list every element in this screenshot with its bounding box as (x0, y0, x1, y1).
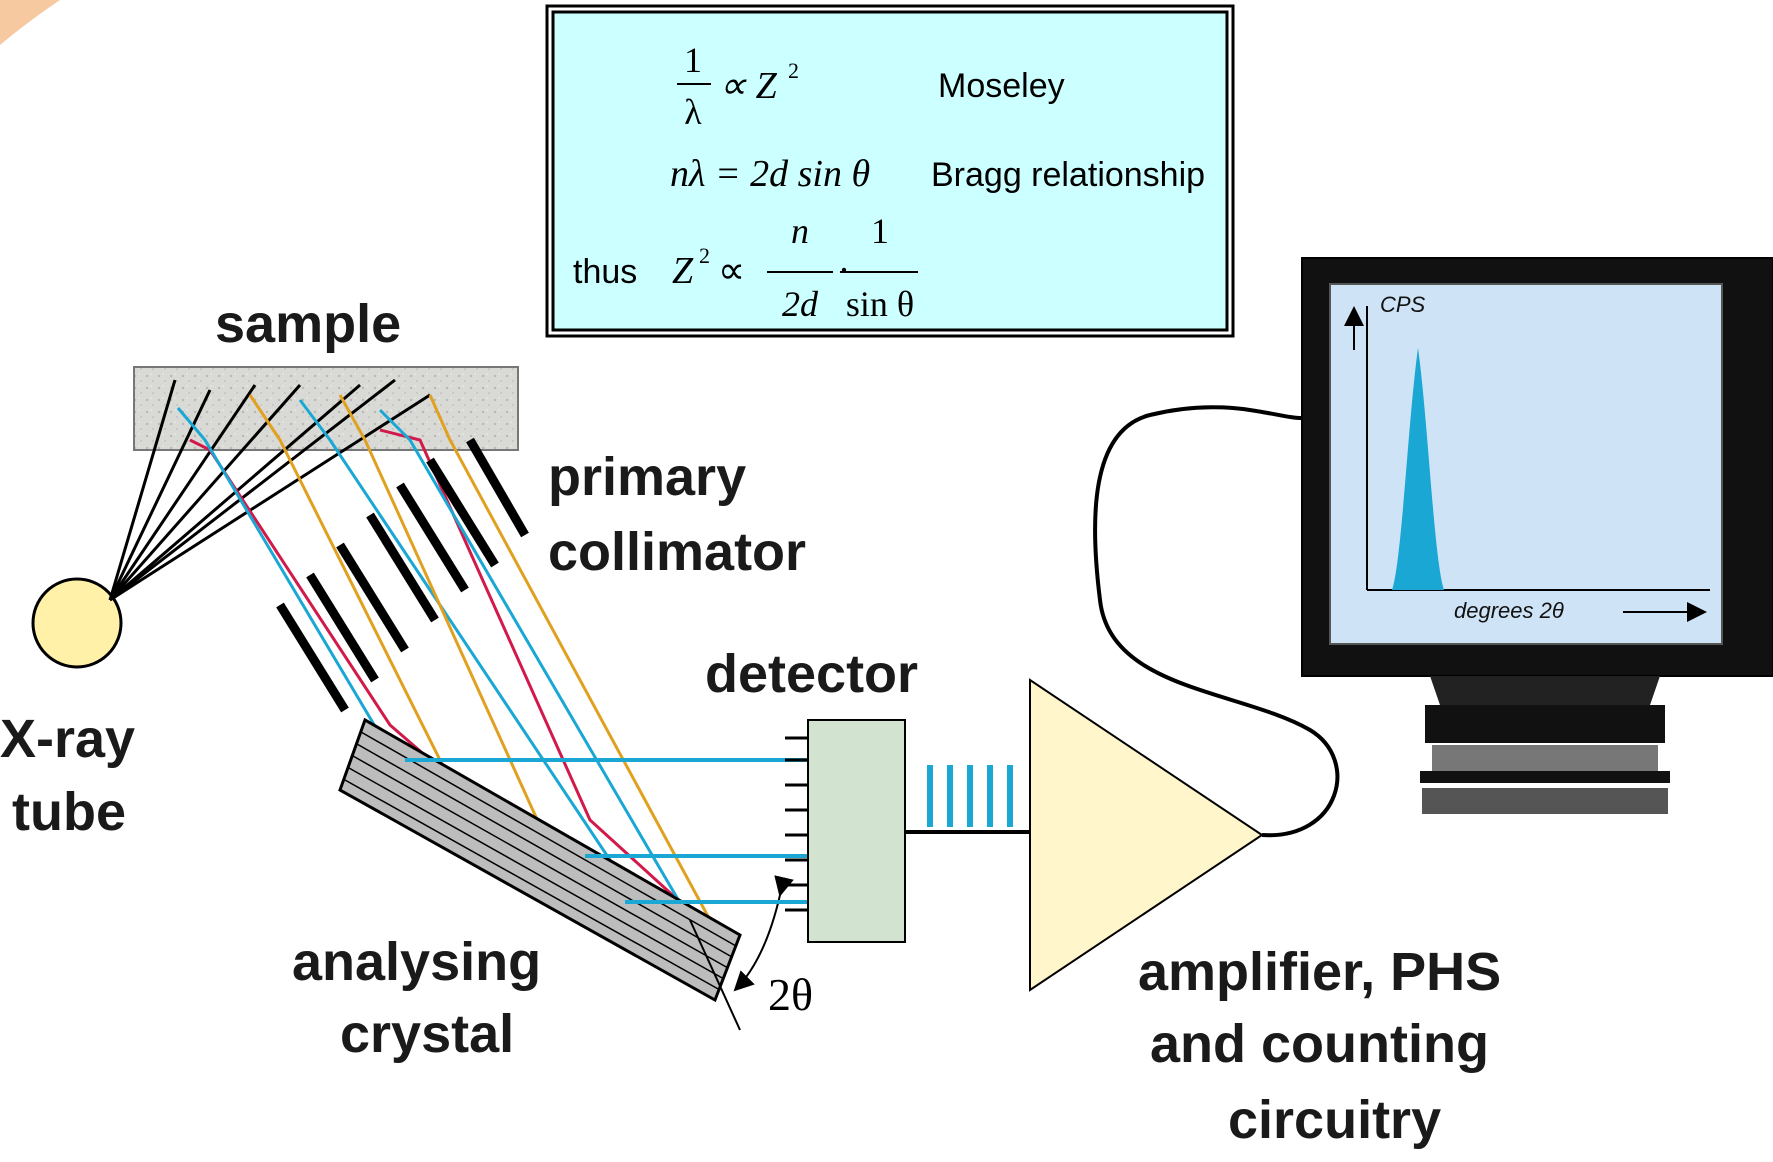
chart-ylabel: CPS (1380, 292, 1426, 317)
moseley-name: Moseley (938, 67, 1065, 105)
crystal-label: crystal (340, 1004, 514, 1064)
monitor-base-plate (1425, 705, 1665, 743)
monitor-stand (1422, 788, 1668, 814)
primary-collimator (276, 437, 529, 713)
amp-label-1: amplifier, PHS (1138, 942, 1501, 1002)
moseley-exponent: 2 (788, 58, 799, 83)
analysing-label: analysing (292, 932, 541, 992)
thus-word: thus (573, 253, 637, 291)
chart-peak (1392, 348, 1444, 590)
amplifier-icon (1029, 678, 1264, 992)
bragg-equation: nλ = 2d sin θ (670, 153, 870, 195)
sample-slab (133, 366, 519, 451)
angle-reference-line (689, 919, 741, 1031)
thus-lhs: Z (672, 250, 694, 292)
chart-xlabel: degrees 2θ (1454, 598, 1564, 623)
moseley-numerator: 1 (684, 40, 702, 80)
monitor-neck (1430, 676, 1660, 705)
thus-denominator-1: 2d (782, 284, 819, 324)
monitor (1301, 257, 1773, 814)
angle-label: 2θ (768, 969, 813, 1020)
collimator-label: collimator (548, 522, 806, 582)
detector-box (807, 719, 906, 943)
moseley-rhs: ∝ Z (719, 65, 778, 107)
pulse-signal (927, 765, 1013, 827)
analysing-crystal (338, 717, 742, 1003)
amp-label-2: and counting (1150, 1014, 1489, 1074)
thus-denominator-2: sin θ (846, 284, 914, 324)
equation-box: 1 λ ∝ Z 2 Moseley nλ = 2d sin θ Bragg re… (545, 4, 1235, 338)
detector-label: detector (705, 644, 918, 704)
corner-decoration (0, 0, 60, 45)
amp-label-3: circuitry (1228, 1090, 1441, 1150)
thus-prop: ∝ (718, 250, 745, 292)
monitor-cable (1093, 405, 1340, 838)
monitor-base-highlight (1432, 745, 1658, 771)
angle-arc (733, 875, 794, 992)
detector-ticks (785, 736, 808, 912)
thus-numerator-1: n (791, 211, 809, 251)
xray-tube-icon (31, 577, 123, 669)
monitor-base-bottom (1420, 771, 1670, 783)
thus-dot: · (838, 250, 850, 290)
tube-label: tube (12, 782, 126, 842)
thus-exponent: 2 (699, 243, 710, 268)
bragg-name: Bragg relationship (931, 156, 1205, 194)
moseley-denominator: λ (684, 92, 702, 132)
sample-label: sample (215, 294, 401, 354)
xray-label: X-ray (0, 709, 135, 769)
primary-label: primary (548, 447, 746, 507)
thus-numerator-2: 1 (871, 211, 889, 251)
